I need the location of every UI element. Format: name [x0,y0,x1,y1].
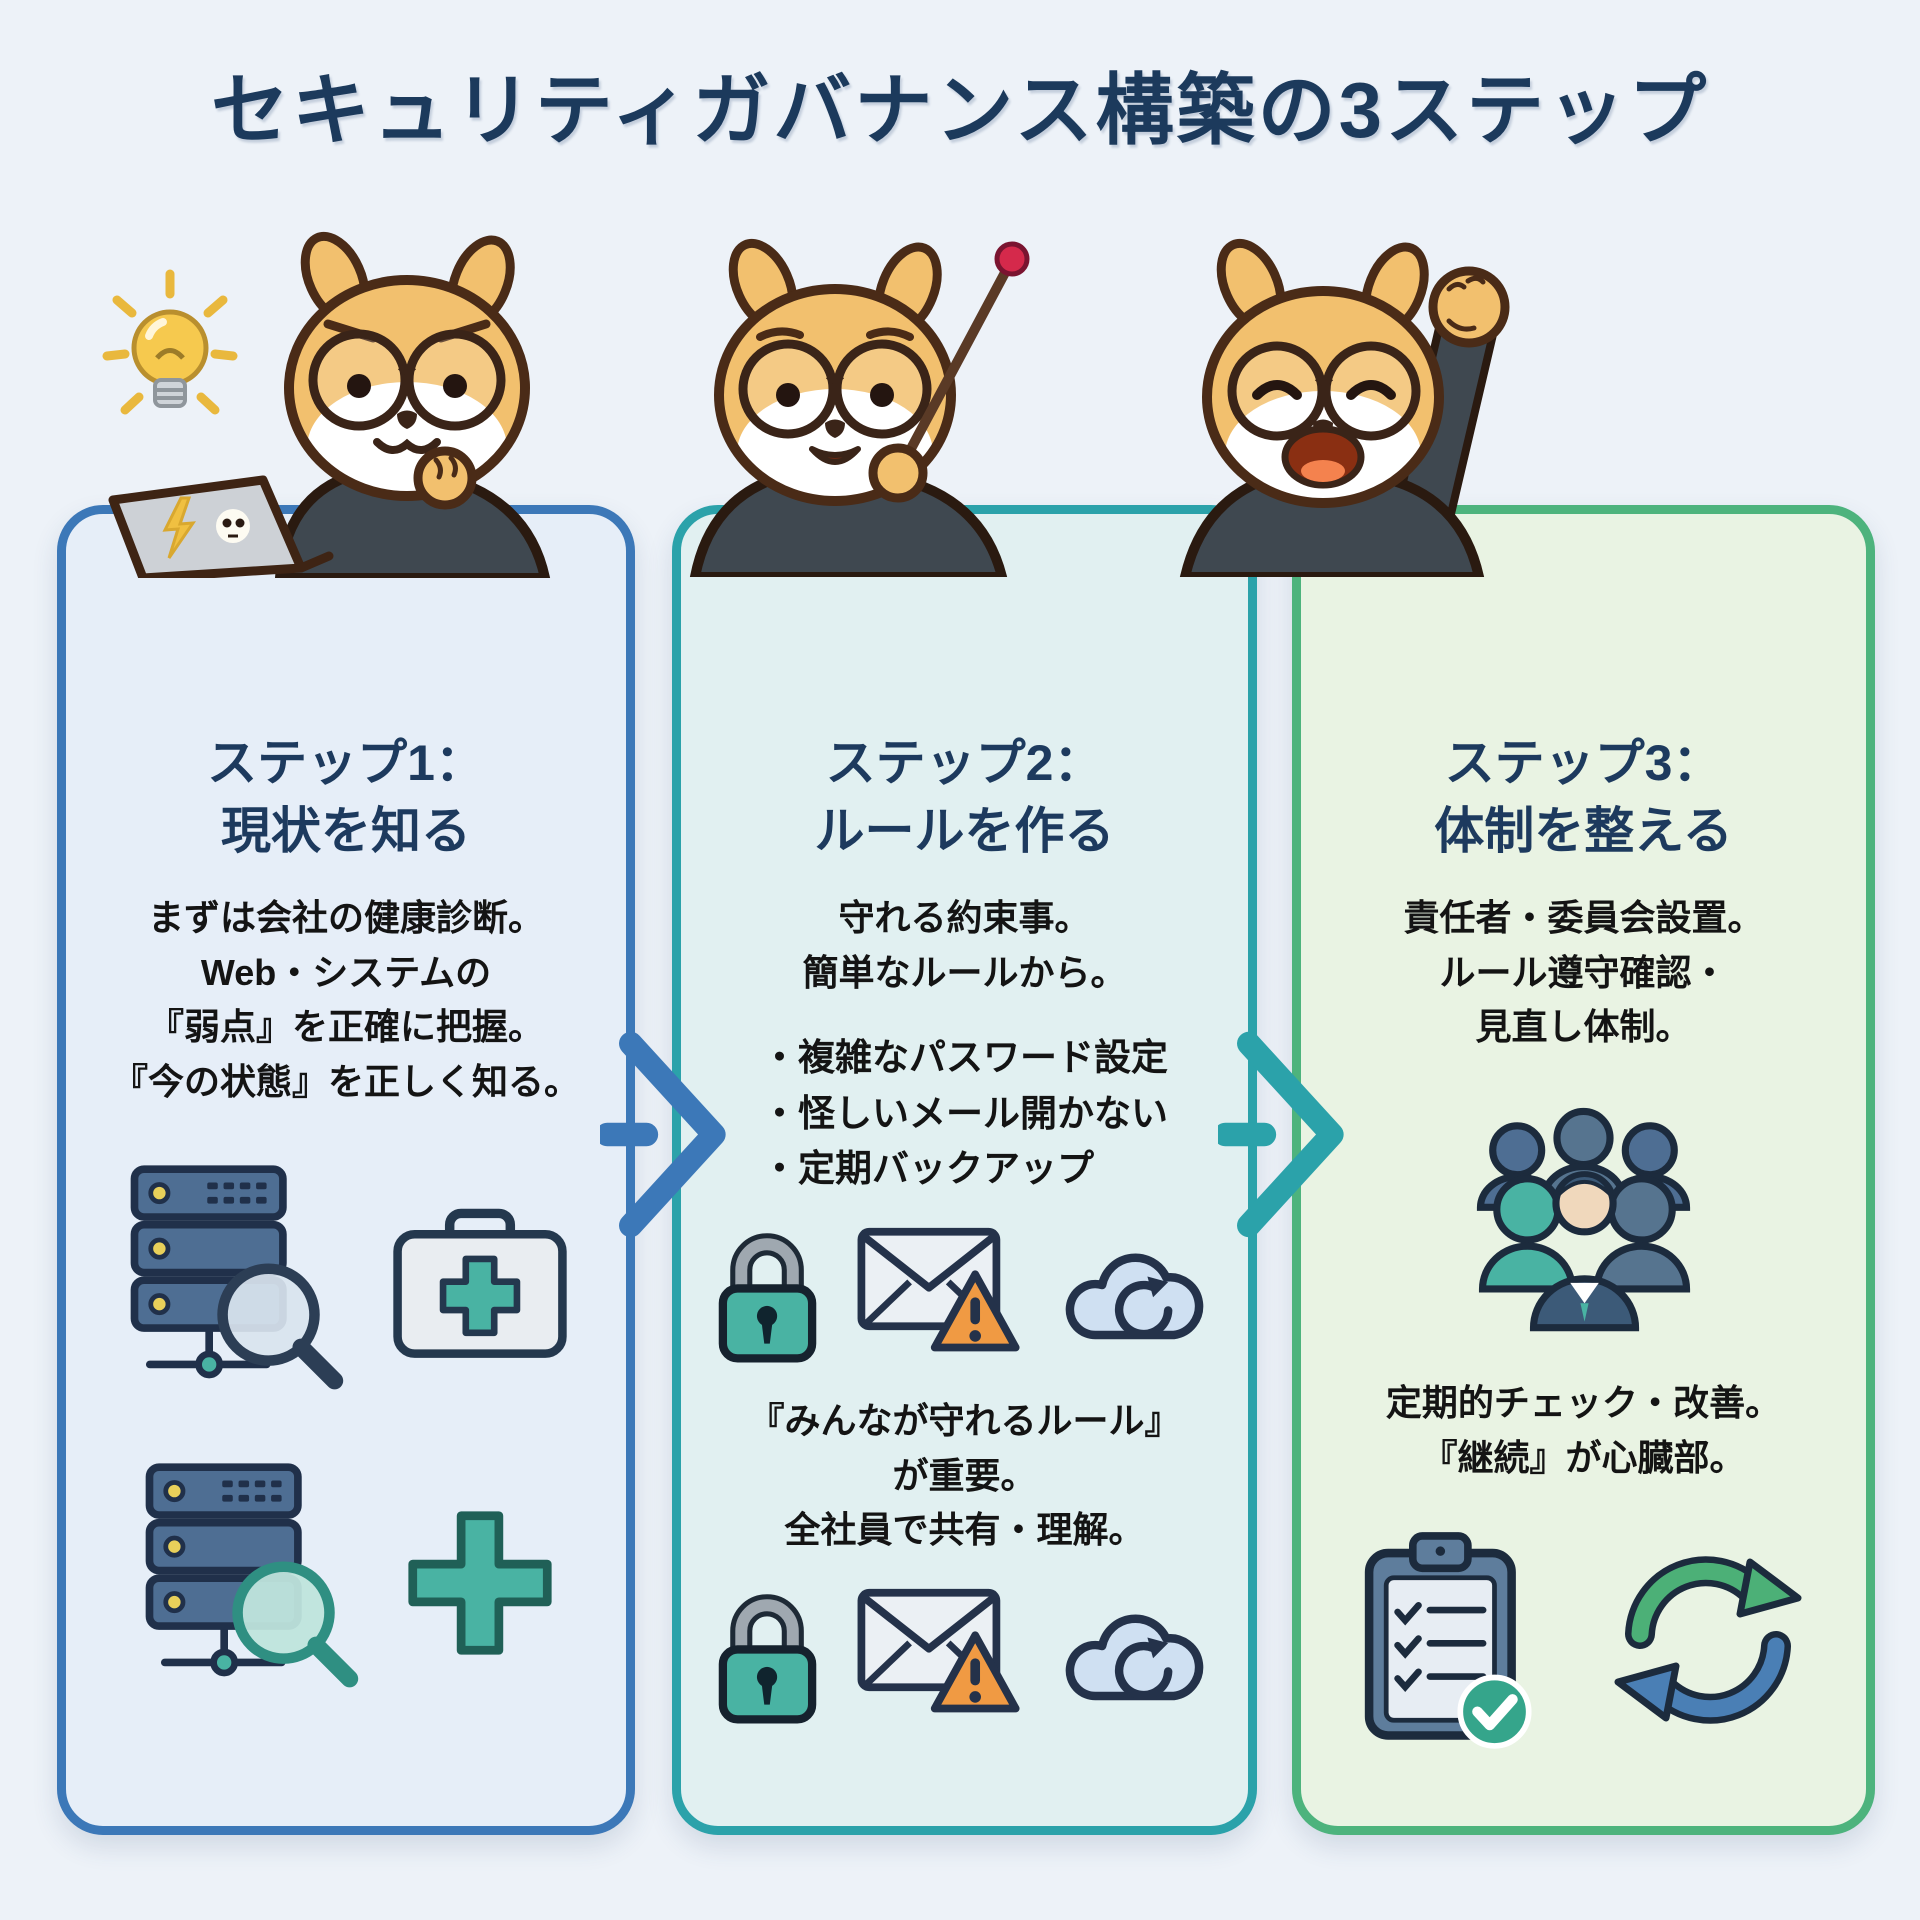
medical-cross-icon [407,1511,552,1655]
glasses [1227,341,1421,441]
skull-icon [216,509,250,543]
nose [825,419,845,438]
happy-eye-left [1252,380,1302,400]
server-search-teal-icon [145,1463,358,1688]
step2-icons-row1 [695,1221,1234,1366]
idea-lightbulb-icon [102,269,238,415]
step3-body-line: ルール遵守確認・ [1439,951,1728,993]
step3-body-line: 見直し体制。 [1475,1006,1692,1048]
step1-body: まずは会社の健康診断。 Web・システムの 『弱点』を正確に把握。 『今の状態』… [80,891,612,1110]
step2-emphasis-line: が重要。 [892,1454,1037,1496]
shiba-thinking-character [102,231,551,578]
rule-item: ・定期バックアップ [761,1148,1094,1190]
step2-body-line: 守れる約束事。 [838,897,1091,938]
step1-icons-row2 [80,1463,612,1703]
team-group-icon [1476,1108,1691,1332]
step1-body-line: まずは会社の健康診断。 [147,897,544,938]
step2-heading: ステップ2： ルールを作る [695,729,1234,865]
shiba-teacher-character [689,238,1030,577]
step1-body-line: 『弱点』を正確に把握。 [147,1006,544,1048]
pdca-cycle-icon [1614,1555,1802,1724]
happy-eye-right [1346,380,1396,400]
mouth [373,438,441,454]
lightning-icon [162,496,197,559]
step1-heading-line1: ステップ1： [207,735,485,791]
open-mouth [1281,425,1365,489]
step3-body-line: 責任者・委員会設置。 [1403,897,1764,938]
rule-item: ・複雑なパスワード設定 [761,1037,1168,1079]
step2-body-line: 簡単なルールから。 [802,951,1127,993]
thinking-paw [413,446,477,510]
step3-heading: ステップ3： 体制を整える [1315,729,1852,865]
step1-card: ステップ1： 現状を知る まずは会社の健康診断。 Web・システムの 『弱点』を… [57,505,635,1835]
step3-emphasis-line: 定期的チェック・改善。 [1385,1382,1782,1424]
step3-heading-line1: ステップ3： [1444,735,1723,791]
mail-alert-icon [857,1589,1020,1713]
step2-heading-line2: ルールを作る [814,803,1115,859]
step2-emphasis-line: 『みんなが守れるルール』 [748,1399,1181,1441]
step3-emphasis-line: 『継続』が心臓部。 [1421,1436,1746,1478]
arrow-step2-to-step3-icon [1218,1031,1344,1238]
step1-icons-row1 [80,1165,612,1405]
page-title: セキュリティガバナンス構築の3ステップ [210,66,1710,154]
step2-emphasis-line: 全社員で共有・理解。 [784,1509,1145,1551]
step3-card: ステップ3： 体制を整える 責任者・委員会設置。 ルール遵守確認・ 見直し体制。 [1292,505,1875,1835]
step2-rule-list: ・複雑なパスワード設定 ・怪しいメール開かない ・定期バックアップ [761,1030,1168,1197]
first-aid-kit-icon [392,1209,567,1359]
step1-body-line: 『今の状態』を正しく知る。 [111,1061,580,1103]
step2-heading-line1: ステップ2： [825,735,1104,791]
cloud-sync-icon [1065,1253,1203,1340]
cloud-sync-icon [1065,1614,1203,1701]
step2-card: ステップ2： ルールを作る 守れる約束事。 簡単なルールから。 ・複雑なパスワー… [672,505,1257,1835]
server-search-icon [130,1165,343,1390]
mouth [809,446,861,465]
clipboard-check-icon [1364,1531,1532,1749]
step1-heading-line2: 現状を知る [221,803,471,859]
holding-paw [868,443,928,503]
pointer-tip [994,241,1030,277]
nose [397,410,417,429]
step1-body-line: Web・システムの [200,951,492,993]
step2-emphasis: 『みんなが守れるルール』 が重要。 全社員で共有・理解。 [695,1394,1234,1558]
mail-alert-icon [857,1227,1020,1352]
rule-item: ・怪しいメール開かない [761,1092,1168,1134]
step3-emphasis: 定期的チェック・改善。 『継続』が心臓部。 [1315,1376,1852,1485]
padlock-icon [718,1233,816,1363]
step2-icons-row2 [695,1582,1234,1727]
padlock-icon [718,1594,816,1724]
step3-icons-row1 [1315,1097,1852,1332]
shiba-cheering-character [1179,238,1510,577]
hacked-laptop-icon [108,475,334,578]
pointer-stick [893,262,1013,478]
step3-icons-row2 [1315,1528,1852,1752]
step3-heading-line2: 体制を整える [1434,803,1733,859]
arrow-step1-to-step2-icon [600,1031,726,1238]
step1-heading: ステップ1： 現状を知る [80,729,612,865]
step3-body: 責任者・委員会設置。 ルール遵守確認・ 見直し体制。 [1315,891,1852,1055]
step2-body: 守れる約束事。 簡単なルールから。 [695,891,1234,1000]
